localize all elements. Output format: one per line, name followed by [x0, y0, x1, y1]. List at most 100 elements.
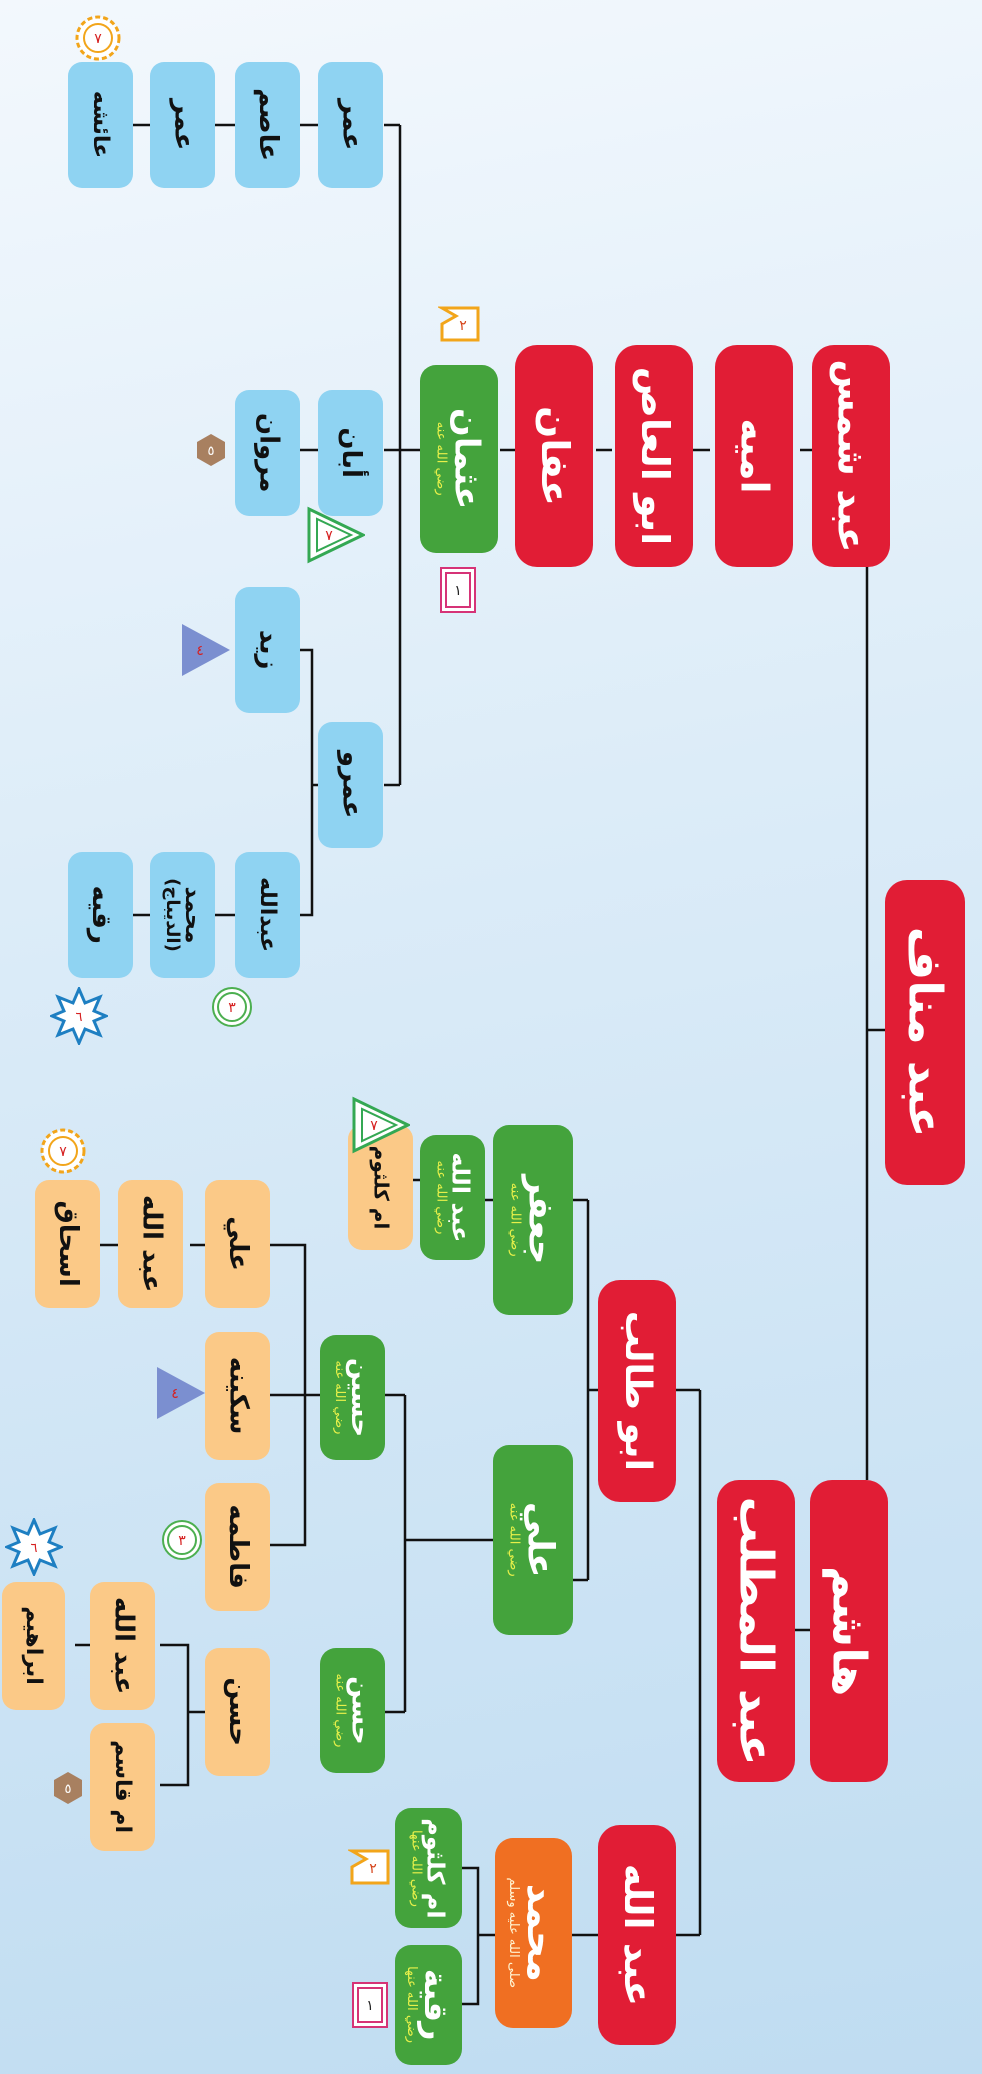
node-label: عمرو [336, 751, 367, 819]
node-label-group: حسن رضي الله عنه [331, 1673, 375, 1748]
node-label: عبد الله [108, 1597, 139, 1695]
badge-number: ٥ [65, 1782, 72, 1797]
node-label: رقيه [86, 885, 117, 945]
node-umayyah: اميه [715, 345, 793, 567]
node-label: اسحاق [53, 1200, 84, 1288]
node-label: اميه [732, 418, 777, 494]
node-label-group: علي رضي الله عنه [506, 1502, 561, 1578]
node-muhammad: محمد صلى الله عليه وسلم [495, 1838, 572, 2028]
honorific: رضي الله عنه [507, 1183, 523, 1257]
node-ruqayyah-2: رقيه [68, 852, 133, 978]
node-label: عاصم [253, 88, 284, 162]
node-label-group: رقية رضي الله عنها [405, 1967, 456, 2044]
node-label: سكينه [223, 1357, 254, 1435]
honorific: رضي الله عنه [433, 422, 449, 496]
node-hashim: هاشم [810, 1480, 888, 1782]
node-label-group: ام كلثوم رضي الله عنها [409, 1817, 450, 1919]
node-label: عبد مناف [898, 927, 953, 1138]
node-label: أبان [336, 427, 367, 479]
node-label-group: عبد الله رضي الله عنه [432, 1152, 474, 1243]
badge-number: ٢ [459, 318, 467, 334]
node-ruqayyah: رقية رضي الله عنها [395, 1945, 462, 2065]
node-label: هاشم [822, 1565, 877, 1697]
muhammad-dibaj-name: محمد [179, 886, 205, 944]
hasan-name: حسن [344, 1676, 375, 1745]
node-label: عبد الله [136, 1195, 167, 1293]
honorific: رضي الله عنه [432, 1160, 448, 1235]
badge-number: ٢ [369, 1861, 377, 1877]
badge-number: ٧ [94, 31, 102, 47]
badge-number: ٤ [171, 1386, 179, 1402]
badge-number: ٦ [31, 1541, 38, 1556]
node-abu-talib: ابو طالب [598, 1280, 676, 1502]
node-abul-aas: ابو العاص [615, 345, 693, 567]
node-asim: عاصم [235, 62, 300, 188]
badge-number: ٣ [228, 1000, 236, 1016]
badge-five-hexagon-icon: ٥ [54, 1772, 82, 1804]
node-label: عبدالله [255, 877, 281, 953]
badge-number: ١ [366, 1998, 374, 2014]
badge-number: ٧ [370, 1118, 378, 1134]
node-label: فاطمه [223, 1504, 254, 1590]
jafar-name: جعفر [520, 1175, 561, 1265]
node-hasan-son: حسن [205, 1648, 270, 1776]
node-label: ابو العاص [632, 366, 677, 546]
node-aisha: عائشه [68, 62, 133, 188]
umm-kulthum-name: ام كلثوم [421, 1817, 450, 1919]
node-label: عائشه [88, 91, 114, 159]
node-label-group: محمد (الديباج) [161, 878, 205, 952]
badge-one-icon: ١ [440, 567, 476, 613]
honorific: رضي الله عنه [331, 1360, 347, 1435]
node-abdullah-ibn-amr: عبدالله [235, 852, 300, 978]
node-label: عمر [168, 99, 199, 151]
node-label: عبد شمس [829, 359, 874, 553]
uthman-name: عثمان [446, 408, 487, 510]
node-label-group: حسين رضي الله عنه [331, 1358, 375, 1437]
badge-four-triangle-icon: ٤ [157, 1367, 205, 1419]
salutation: صلى الله عليه وسلم [506, 1877, 522, 1989]
node-umar: عمر [318, 62, 383, 188]
node-label: زيد [253, 630, 284, 670]
node-label: ام قاسم [110, 1740, 136, 1834]
abdullah-name: عبد الله [445, 1152, 474, 1243]
node-ali-2: علي [205, 1180, 270, 1308]
node-label: عبد الله [615, 1863, 660, 2007]
badge-seven-seal-icon: ٧ [40, 1128, 86, 1174]
node-label: عبد المطلب [729, 1496, 784, 1766]
badge-one-icon: ١ [352, 1982, 388, 2028]
badge-two-crown-icon: ٢ [438, 306, 480, 342]
ali-name: علي [519, 1502, 561, 1578]
badge-three-circle-icon: ٣ [162, 1520, 202, 1560]
node-abdullah-ibn-hasan: عبد الله [90, 1582, 155, 1710]
node-jafar: جعفر رضي الله عنه [493, 1125, 573, 1315]
node-label-group: عثمان رضي الله عنه [433, 408, 487, 510]
node-label: حسن [223, 1677, 254, 1747]
node-abd-manaf: عبد مناف [885, 880, 965, 1185]
badge-six-star-icon: ٦ [5, 1518, 63, 1576]
node-label: ابو طالب [616, 1310, 658, 1471]
badge-number: ٣ [178, 1533, 186, 1549]
node-uthman: عثمان رضي الله عنه [420, 365, 498, 553]
node-abdul-muttalib: عبد المطلب [717, 1480, 795, 1782]
badge-number: ٧ [59, 1144, 67, 1160]
node-abd-shams: عبد شمس [812, 345, 890, 567]
honorific: رضي الله عنه [331, 1673, 347, 1748]
node-hasan: حسن رضي الله عنه [320, 1648, 385, 1773]
node-amr: عمرو [318, 722, 383, 848]
node-abdullah-ibn-jafar: عبد الله رضي الله عنه [420, 1135, 485, 1260]
node-husayn: حسين رضي الله عنه [320, 1335, 385, 1460]
node-label: علي [223, 1216, 254, 1272]
node-sukayna: سكينه [205, 1332, 270, 1460]
node-ibrahim: ابراهيم [2, 1582, 65, 1710]
node-abdullah-ibn-ali: عبد الله [118, 1180, 183, 1308]
badge-number: ٤ [196, 643, 204, 659]
node-marwan: مروان [235, 390, 300, 516]
node-umar-2: عمر [150, 62, 215, 188]
node-fatimah: فاطمه [205, 1483, 270, 1611]
badge-six-star-icon: ٦ [50, 987, 108, 1045]
node-abdullah: عبد الله [598, 1825, 676, 2045]
node-affan: عفان [515, 345, 593, 567]
badge-seven-triangle-icon: ٧ [352, 1096, 410, 1154]
honorific: رضي الله عنه [506, 1503, 522, 1577]
badge-three-circle-icon: ٣ [212, 987, 252, 1027]
